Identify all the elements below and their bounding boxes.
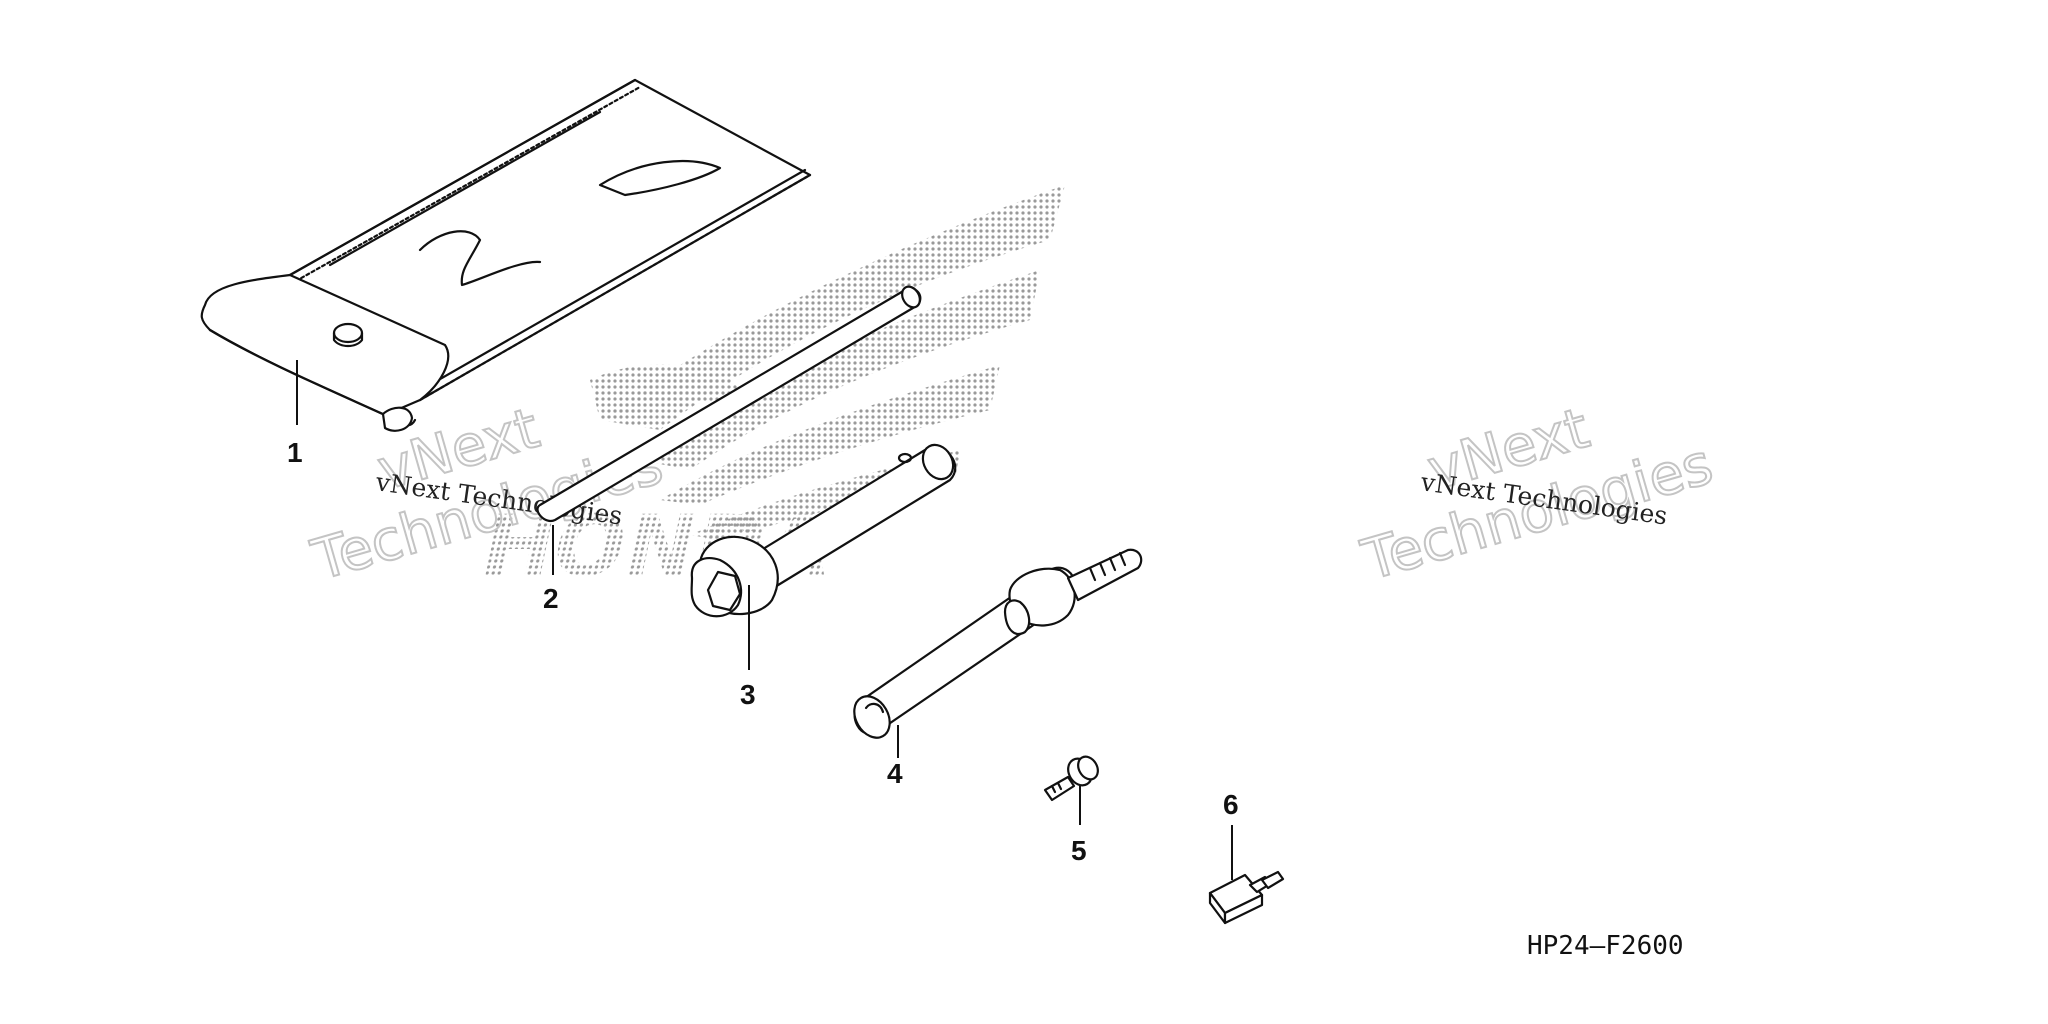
spark-plug-wrench-icon	[690, 443, 957, 618]
diagram-code: HP24—F2600	[1527, 931, 1684, 961]
callout-6: 6	[1223, 789, 1239, 820]
honda-wing-logo-icon: HONDA	[473, 185, 1065, 596]
fuse-icon	[1208, 870, 1285, 925]
handle-bar-icon	[536, 285, 922, 523]
bolt-icon	[1043, 755, 1099, 802]
callout-4: 4	[887, 758, 903, 789]
callout-3: 3	[740, 679, 756, 710]
watermark-right: vNext Technologies vNext Technologies	[1354, 395, 1721, 595]
callout-2: 2	[543, 583, 559, 614]
callout-1: 1	[287, 437, 303, 468]
tool-bag-icon	[200, 78, 812, 432]
leader-lines	[296, 360, 1233, 880]
callout-5: 5	[1071, 835, 1087, 866]
socket-wrench-icon	[853, 548, 1143, 739]
